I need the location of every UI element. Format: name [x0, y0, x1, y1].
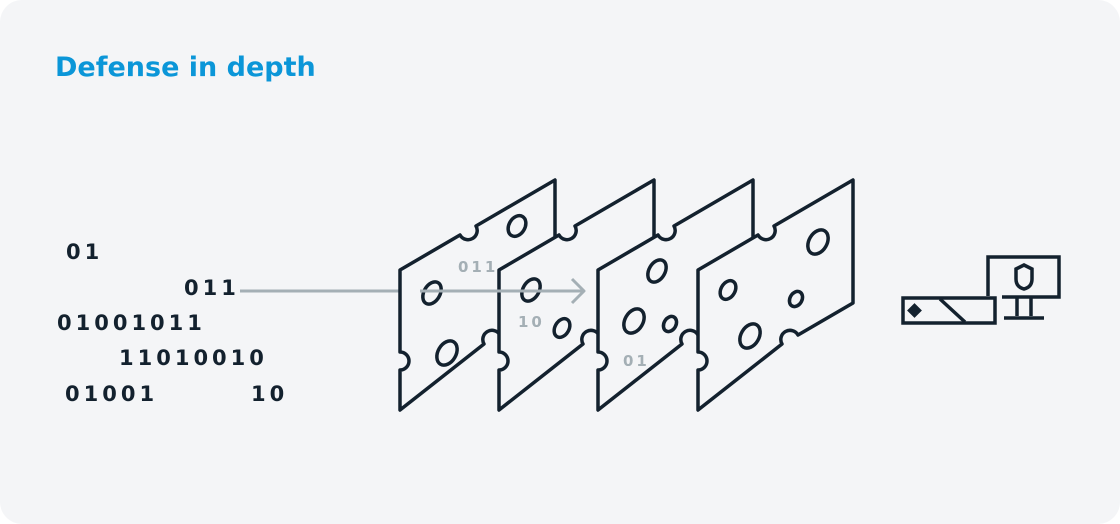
passing-bits: 01: [623, 352, 650, 370]
bits: 01: [66, 240, 104, 264]
passing-bits: 10: [518, 313, 545, 331]
bits: 11010010: [119, 346, 268, 370]
cheese-hole: [787, 289, 805, 309]
arrow-icon: [420, 277, 586, 305]
cheese-hole: [622, 307, 646, 335]
server-icon: [901, 296, 997, 325]
cheese-slice-layer: [497, 178, 656, 412]
cheese-hole: [506, 213, 528, 239]
cheese-hole: [661, 314, 679, 334]
monitor-shield-icon: [986, 255, 1061, 320]
cheese-hole: [738, 322, 762, 350]
cheese-hole: [646, 258, 668, 284]
cheese-hole: [718, 278, 738, 302]
cheese-hole: [435, 339, 459, 367]
bits: 10: [251, 382, 289, 406]
bits: 01001011: [57, 311, 206, 335]
cheese-slice-layer: [596, 178, 755, 412]
cheese-hole: [806, 228, 830, 256]
cheese-hole: [552, 316, 572, 340]
cheese-hole: [421, 280, 443, 306]
diagram-title: Defense in depth: [55, 52, 316, 83]
passing-bits: 011: [458, 258, 499, 276]
bits: 01001: [65, 382, 159, 406]
bits: 011: [184, 276, 240, 300]
